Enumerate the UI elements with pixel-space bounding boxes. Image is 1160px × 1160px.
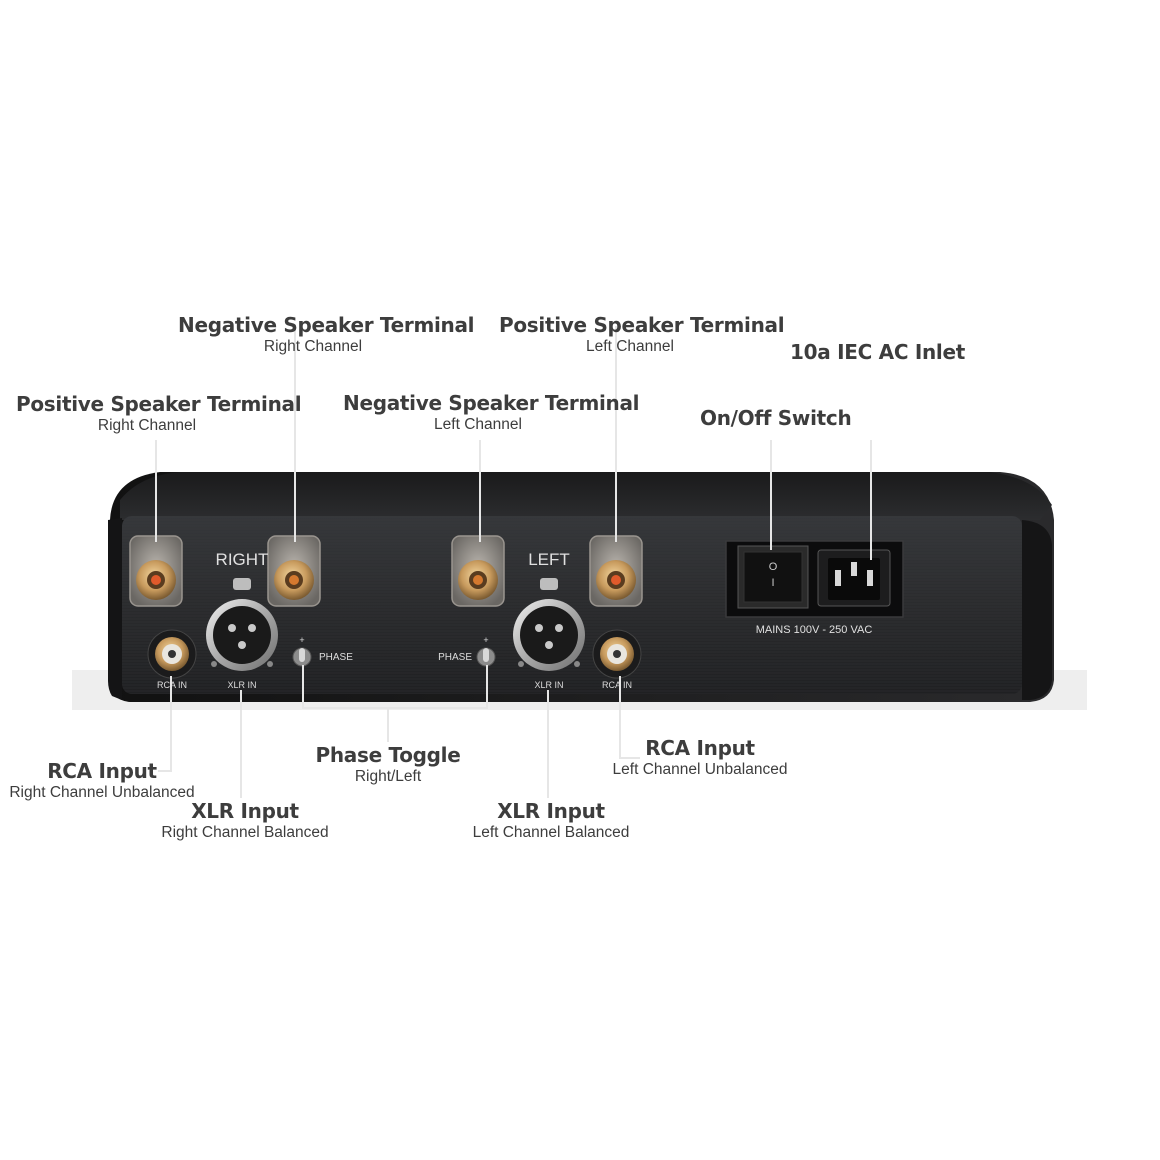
right-negative-speaker-terminal[interactable] xyxy=(267,535,321,607)
callout-title: 10a IEC AC Inlet xyxy=(790,340,966,364)
callout-title: XLR Input xyxy=(191,799,299,823)
callout-title: Negative Speaker Terminal xyxy=(343,391,640,415)
switch-off-mark: O xyxy=(769,561,778,573)
left-negative-speaker-terminal[interactable] xyxy=(451,535,505,607)
callout-phase: Phase Toggle Right/Left xyxy=(313,743,463,786)
leader-lines xyxy=(155,326,872,798)
leader-rca-left xyxy=(619,676,640,759)
callout-title: Phase Toggle xyxy=(315,743,461,767)
silk-phase-left: PHASE xyxy=(438,652,472,663)
silk-phase-right: PHASE xyxy=(319,652,353,663)
callout-title: XLR Input xyxy=(497,799,605,823)
callout-sub: Left Channel xyxy=(586,338,674,355)
callout-title: RCA Input xyxy=(47,759,157,783)
callout-neg-left: Negative Speaker Terminal Left Channel xyxy=(343,391,640,434)
callout-rca-left: RCA Input Left Channel Unbalanced xyxy=(604,736,796,779)
right-positive-speaker-terminal[interactable] xyxy=(129,535,183,607)
silk-left: LEFT xyxy=(528,550,570,569)
callout-sub: Right/Left xyxy=(354,768,422,785)
callout-title: RCA Input xyxy=(645,736,755,760)
callout-title: Negative Speaker Terminal xyxy=(178,313,475,337)
callout-switch: On/Off Switch xyxy=(700,406,852,430)
left-positive-speaker-terminal[interactable] xyxy=(589,535,643,607)
right-xlr-input-jack[interactable] xyxy=(206,578,278,671)
right-phase-toggle[interactable] xyxy=(292,647,312,667)
callout-sub: Left Channel xyxy=(434,416,522,433)
leader-phase xyxy=(302,665,488,709)
callout-pos-left: Positive Speaker Terminal Left Channel xyxy=(499,313,785,356)
iec-ac-inlet[interactable] xyxy=(817,549,891,607)
left-xlr-input-jack[interactable] xyxy=(513,578,585,671)
silk-mains: MAINS 100V - 250 VAC xyxy=(756,624,873,636)
silk-rca-in-left: RCA IN xyxy=(602,680,632,690)
callout-xlr-right: XLR Input Right Channel Balanced xyxy=(150,799,340,842)
callout-sub: Left Channel Balanced xyxy=(472,824,630,841)
callout-iec: 10a IEC AC Inlet xyxy=(790,340,966,364)
callout-title: Positive Speaker Terminal xyxy=(499,313,785,337)
switch-on-mark: I xyxy=(771,577,774,589)
callout-title: On/Off Switch xyxy=(700,406,852,430)
left-phase-toggle[interactable] xyxy=(476,647,496,667)
callout-xlr-left: XLR Input Left Channel Balanced xyxy=(458,799,644,842)
silk-plus-right: + xyxy=(299,635,304,645)
callout-sub: Left Channel Unbalanced xyxy=(612,761,788,778)
callout-title: Positive Speaker Terminal xyxy=(16,392,302,416)
callout-sub: Right Channel xyxy=(97,417,197,434)
callout-rca-right: RCA Input Right Channel Unbalanced xyxy=(4,759,200,802)
callout-sub: Right Channel xyxy=(263,338,363,355)
silk-right: RIGHT xyxy=(216,550,269,569)
silk-xlr-in-left: XLR IN xyxy=(534,680,563,690)
silk-xlr-in-right: XLR IN xyxy=(227,680,256,690)
silk-plus-left: + xyxy=(483,635,488,645)
callout-sub: Right Channel Unbalanced xyxy=(9,784,195,801)
right-rca-input-jack[interactable] xyxy=(147,629,197,679)
left-rca-input-jack[interactable] xyxy=(592,629,642,679)
callout-neg-right: Negative Speaker Terminal Right Channel xyxy=(178,313,475,356)
on-off-switch[interactable] xyxy=(737,545,809,609)
callout-sub: Right Channel Balanced xyxy=(161,824,329,841)
leader-rca-right xyxy=(158,676,172,772)
callout-pos-right: Positive Speaker Terminal Right Channel xyxy=(16,392,302,435)
